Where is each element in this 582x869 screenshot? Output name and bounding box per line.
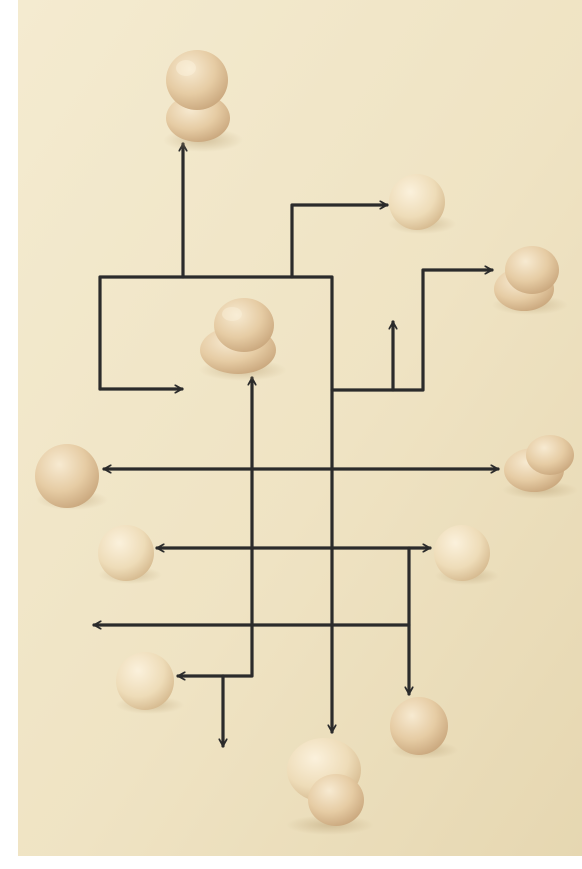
ink-lines — [92, 142, 500, 748]
main-frame-line — [98, 275, 332, 734]
wooden-ball-right-second — [434, 525, 499, 585]
wooden-ball-left-mid — [35, 444, 108, 510]
branch-arrow-right-top — [290, 205, 389, 279]
wooden-peg-center — [199, 298, 287, 381]
wooden-ball-left-second — [98, 525, 162, 584]
wooden-ball-bottom-left — [116, 652, 184, 714]
wooden-peg-bottom-center — [286, 738, 374, 835]
wooden-ball-top-right — [388, 174, 456, 234]
branch-arrow-right-mid — [330, 270, 494, 392]
wooden-peg-right-mid — [502, 435, 578, 499]
paper-background — [18, 0, 582, 856]
wooden-peg-top — [163, 50, 243, 152]
wooden-peg-right-upper — [492, 246, 568, 315]
wooden-ball-bottom-right — [390, 697, 458, 759]
center-up-arrow — [221, 376, 252, 678]
